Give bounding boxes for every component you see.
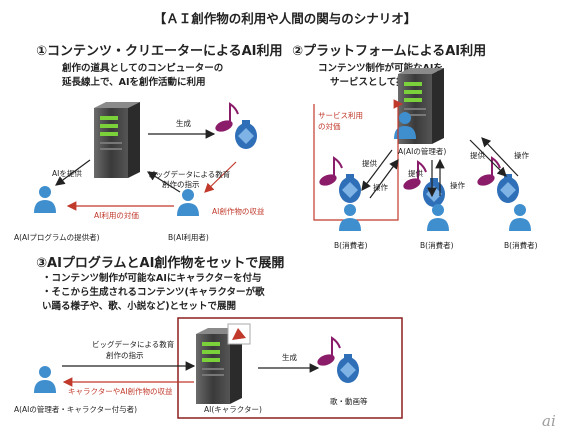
s2-consumer-label-3: B(消費者) (504, 241, 538, 250)
section2-desc-line1: コンテンツ制作が可能なAIを (318, 63, 443, 74)
s1-generate-label: 生成 (176, 119, 191, 128)
s2-operate-label-3: 操作 (514, 151, 529, 160)
s3-server-label: AI(キャラクター) (204, 405, 262, 414)
admin-character-icon (34, 366, 56, 393)
section2-heading: ②プラットフォームによるAI利用 (292, 44, 487, 59)
s1-bigdata-line1: ビッグデータによる教育 (148, 170, 231, 179)
s3-bigdata-line2: 創作の指示 (106, 351, 144, 360)
s2-service-line2: の対価 (318, 122, 341, 131)
section3-bullet2: ・そこから生成されるコンテンツ(キャラクターが歌 (42, 287, 265, 298)
s1-bigdata-line2: 創作の指示 (162, 180, 200, 189)
ai-server-icon (94, 102, 140, 178)
s1-person-a-label: A(AIプログラムの提供者) (14, 233, 100, 242)
creation-icon-1 (316, 157, 362, 204)
s2-consumer-label-2: B(消費者) (420, 241, 454, 250)
s1-fee-label: AI利用の対価 (94, 211, 139, 220)
section1-desc-line1: 創作の道具としてのコンピューターの (62, 63, 224, 74)
person-b-icon (177, 189, 199, 216)
s2-service-line1: サービス利用 (318, 111, 363, 120)
s2-provide-label-1: 提供 (362, 159, 377, 168)
s2-provide-label-2: 提供 (408, 169, 423, 178)
consumer-1-icon (339, 204, 361, 231)
person-a-icon (34, 186, 56, 213)
ai-character-box (177, 317, 403, 419)
s3-revenue-label: キャラクターやAI創作物の収益 (68, 387, 173, 396)
s2-provide-label-3: 提供 (470, 151, 485, 160)
logo-watermark: ai (542, 412, 556, 430)
s2-consumer-label-1: B(消費者) (334, 241, 368, 250)
creation-icon (212, 103, 258, 150)
s3-person-a-label: A(AIの管理者・キャラクター付与者) (14, 405, 138, 414)
s1-person-b-label: B(AI利用者) (168, 233, 209, 242)
s1-provide-ai-label: AIを提供 (52, 169, 82, 178)
page-title: 【ＡＩ創作物の利用や人間の関与のシナリオ】 (153, 11, 417, 26)
section3-bullet3: い踊る様子や、歌、小説など)とセットで展開 (42, 301, 237, 312)
song-video-icon (314, 337, 360, 384)
s2-admin-label: A(AIの管理者) (398, 147, 447, 156)
section3-bullet1: ・コンテンツ制作が可能なAIにキャラクターを付与 (42, 273, 262, 284)
consumer-2-icon (427, 204, 449, 231)
section1-desc-line2: 延長線上で、AIを創作活動に利用 (62, 77, 206, 88)
creation-icon-3 (474, 157, 520, 204)
section2-desc-line2: サービスとして提供 (330, 77, 416, 88)
s3-bigdata-line1: ビッグデータによる教育 (92, 340, 175, 349)
section1-heading: ①コンテンツ・クリエーターによるAI利用 (36, 44, 283, 59)
s3-output-label: 歌・動画等 (330, 397, 368, 406)
consumer-3-icon (509, 204, 531, 231)
s2-operate-label-1: 操作 (373, 183, 388, 192)
s1-revenue-label: AI創作物の収益 (212, 207, 265, 216)
s3-generate-label: 生成 (282, 353, 297, 362)
s2-operate-label-2: 操作 (450, 181, 465, 190)
section3-heading: ③AIプログラムとAI創作物をセットで展開 (36, 256, 285, 271)
